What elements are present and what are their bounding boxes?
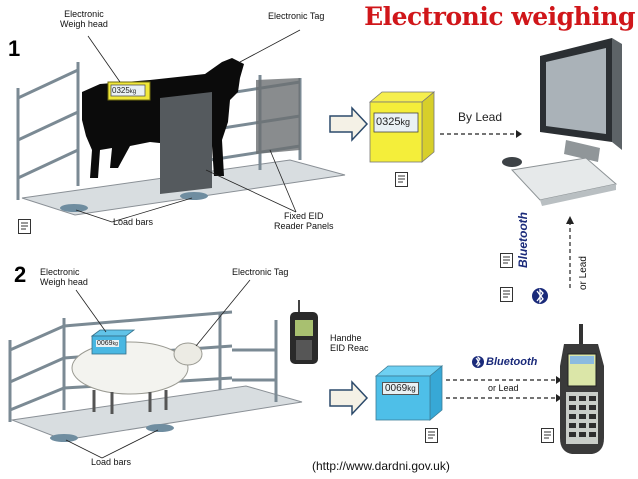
label-bluetooth-2: Bluetooth xyxy=(486,356,538,368)
computer xyxy=(502,38,622,206)
memo-icon xyxy=(425,428,438,443)
load-bar-1b xyxy=(180,192,208,200)
label-or-lead-1: or Lead xyxy=(578,256,589,290)
weigh-head-1-reading: 0325kg xyxy=(112,86,137,95)
arrow-to-display-1 xyxy=(329,106,369,142)
diagram-title: Electronic weighing xyxy=(364,2,635,31)
memo-icon xyxy=(500,253,513,268)
label-electronic-tag-2: Electronic Tag xyxy=(232,267,289,277)
label-load-bars-1: Load bars xyxy=(113,217,154,227)
reader-panel-back xyxy=(256,78,300,154)
display-1-reading: 0325kg xyxy=(376,116,410,128)
handheld-reader-large xyxy=(560,324,604,454)
handheld-reader-small xyxy=(290,300,318,364)
load-bar-2b xyxy=(146,424,174,432)
label-electronic-tag-1: Electronic Tag xyxy=(268,11,325,21)
label-weigh-head-1: Electronic Weigh head xyxy=(60,9,108,29)
load-bar-2a xyxy=(50,434,78,442)
label-weigh-head-2: Electronic Weigh head xyxy=(40,267,88,287)
reader-panel-front xyxy=(160,92,212,194)
label-load-bars-2: Load bars xyxy=(91,457,132,467)
source-url: (http://www.dardni.gov.uk) xyxy=(312,459,450,473)
label-reader-panels: Fixed EID Reader Panels xyxy=(274,211,334,231)
display-2-reading: 0069kg xyxy=(382,382,419,395)
memo-icon xyxy=(500,287,513,302)
label-handheld-reader: Handhe EID Reac xyxy=(330,333,369,353)
memo-icon xyxy=(18,219,31,234)
weigh-head-2-reading: 0069kg xyxy=(96,340,119,347)
platform-2 xyxy=(10,385,303,441)
sheep xyxy=(71,341,203,414)
label-bluetooth-1: Bluetooth xyxy=(516,212,530,268)
label-by-lead: By Lead xyxy=(458,110,503,124)
scenario-2-number: 2 xyxy=(14,262,27,287)
scenario-1-number: 1 xyxy=(8,36,21,61)
arrow-to-display-2 xyxy=(329,380,369,416)
memo-icon xyxy=(541,428,554,443)
memo-icon xyxy=(395,172,408,187)
label-or-lead-2: or Lead xyxy=(488,383,519,393)
load-bar-1a xyxy=(60,204,88,212)
